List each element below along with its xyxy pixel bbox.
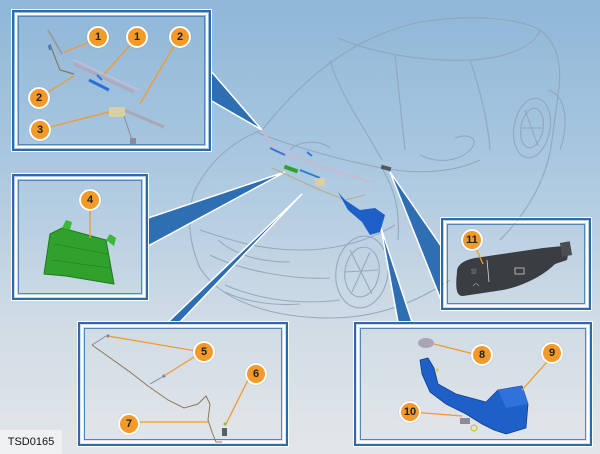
callout-1: 1	[87, 26, 109, 48]
panel-wiper-switch: ⛆ ◠ 11	[441, 218, 591, 310]
callout-10: 10	[399, 401, 421, 423]
drawing-reference-id: TSD0165	[0, 430, 62, 454]
callout-2: 2	[169, 26, 191, 48]
callout-5: 5	[193, 341, 215, 363]
callout-1: 1	[126, 26, 148, 48]
washer-hose-illustration	[91, 334, 253, 443]
callout-beams	[147, 67, 442, 323]
callout-7: 7	[118, 413, 140, 435]
callout-8: 8	[471, 344, 493, 366]
panel-wiper-assembly: 1 1 2 2 3	[12, 10, 211, 151]
beam-wiper-assembly	[209, 67, 263, 131]
beam-control-module	[147, 171, 286, 248]
callout-4: 4	[79, 189, 101, 211]
callout-3: 3	[29, 119, 51, 141]
wash-symbol-icon: ⛆	[471, 268, 477, 276]
wiper-symbol-icon: ◠	[473, 282, 479, 290]
callout-6: 6	[245, 363, 267, 385]
vehicle-outline	[189, 17, 566, 319]
panel-washer-hoses: 5 6 7	[78, 322, 288, 446]
rear-window-icon	[514, 267, 525, 275]
wiper-assembly-illustration	[39, 29, 179, 144]
control-module-illustration	[43, 200, 116, 285]
washer-reservoir-illustration	[411, 338, 555, 435]
callout-9: 9	[541, 342, 563, 364]
callout-11: 11	[461, 229, 483, 251]
callout-2: 2	[28, 87, 50, 109]
wiper-switch-illustration: ⛆ ◠	[456, 241, 573, 296]
panel-washer-reservoir: 8 9 10	[354, 322, 592, 446]
panel-control-module: 4	[12, 174, 148, 300]
vehicle-parts	[261, 129, 392, 235]
beam-washer-reservoir	[380, 227, 414, 323]
